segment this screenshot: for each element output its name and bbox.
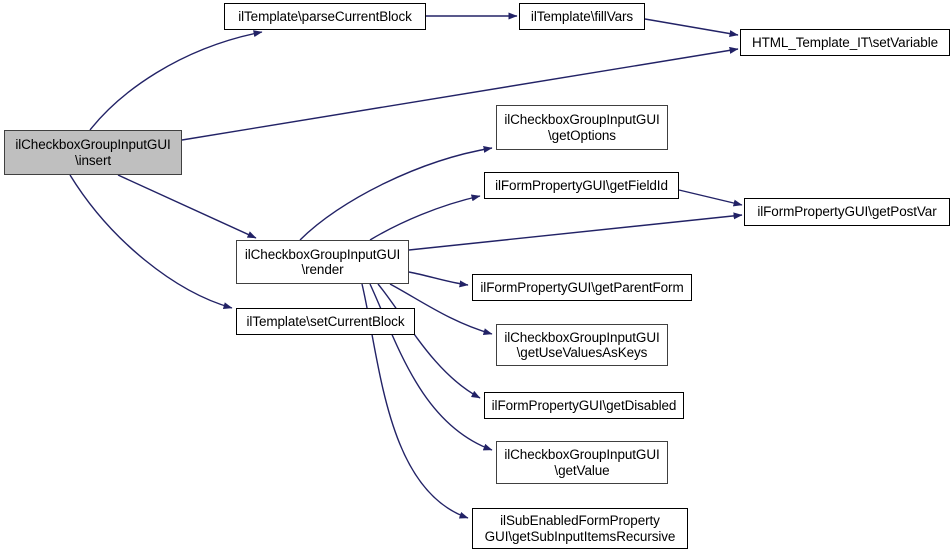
- node-get-use-values-as-keys[interactable]: ilCheckboxGroupInputGUI \getUseValuesAsK…: [496, 324, 668, 366]
- edge-render-getPostVar: [408, 212, 743, 251]
- node-get-sub-input-items-recursive[interactable]: ilSubEnabledFormProperty GUI\getSubInput…: [472, 508, 688, 549]
- node-insert[interactable]: ilCheckboxGroupInputGUI \insert: [4, 130, 182, 175]
- node-get-value[interactable]: ilCheckboxGroupInputGUI \getValue: [496, 441, 668, 484]
- edge-render-getParentForm: [408, 271, 469, 288]
- node-get-post-var[interactable]: ilFormPropertyGUI\getPostVar: [744, 198, 950, 226]
- node-render[interactable]: ilCheckboxGroupInputGUI \render: [236, 240, 409, 284]
- edge-insert-setCurrentBlock: [69, 174, 233, 310]
- node-get-options[interactable]: ilCheckboxGroupInputGUI \getOptions: [496, 105, 668, 150]
- edge-render-getFieldId: [369, 194, 481, 241]
- edge-getFieldId-getPostVar: [678, 189, 743, 207]
- node-set-current-block[interactable]: ilTemplate\setCurrentBlock: [236, 308, 415, 335]
- edge-fillVars-setVariable: [644, 18, 739, 38]
- node-fill-vars[interactable]: ilTemplate\fillVars: [519, 3, 645, 30]
- node-set-variable[interactable]: HTML_Template_IT\setVariable: [740, 29, 950, 56]
- edge-render-getOptions: [299, 145, 493, 241]
- node-get-parent-form[interactable]: ilFormPropertyGUI\getParentForm: [472, 274, 692, 301]
- edge-render-getDisabled: [377, 283, 481, 399]
- node-parse-current-block[interactable]: ilTemplate\parseCurrentBlock: [224, 3, 426, 30]
- node-get-disabled[interactable]: ilFormPropertyGUI\getDisabled: [484, 392, 684, 419]
- edge-insert-parseCurrentBlock: [89, 30, 263, 131]
- node-get-field-id[interactable]: ilFormPropertyGUI\getFieldId: [484, 172, 679, 199]
- edge-insert-render: [117, 174, 257, 239]
